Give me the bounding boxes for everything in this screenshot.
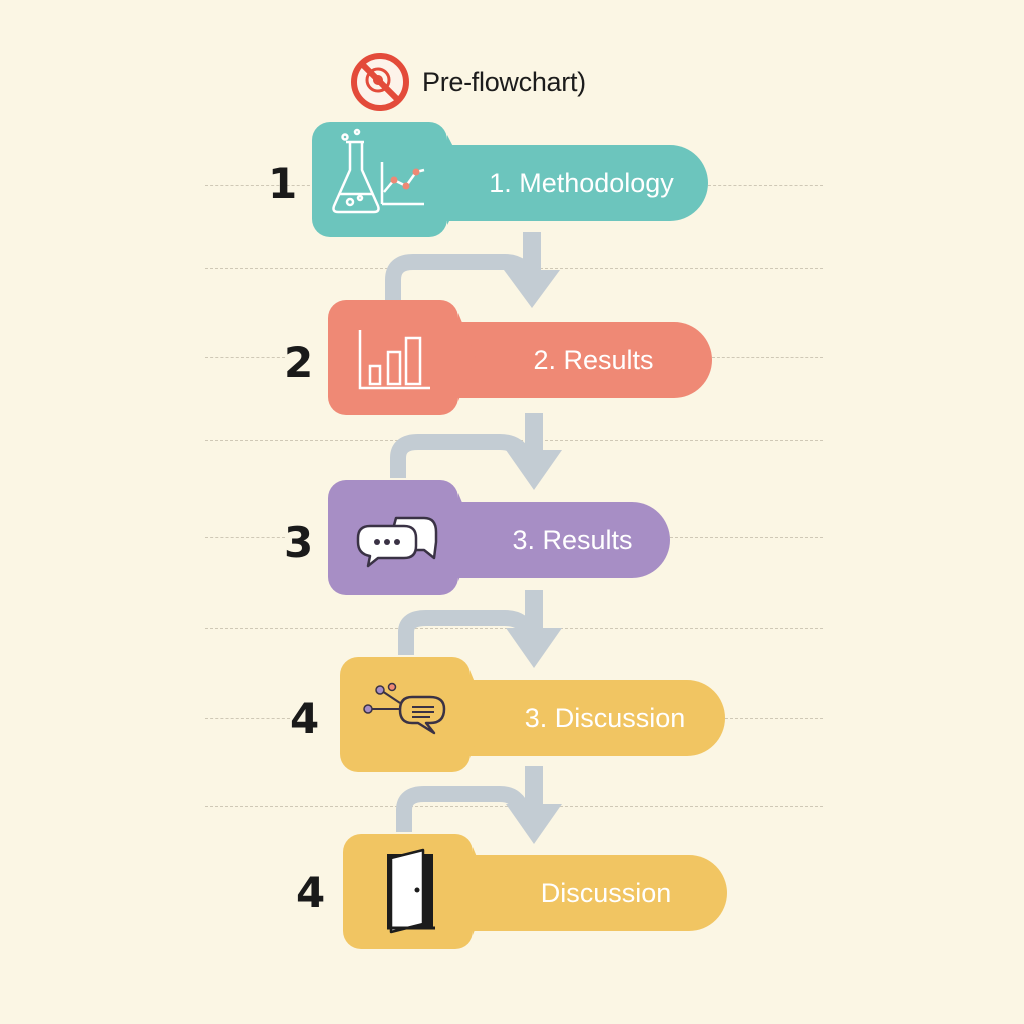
step-icon-tile [328, 480, 476, 595]
step-label-bar[interactable]: 1. Methodology [425, 145, 708, 221]
step-label: 1. Methodology [489, 167, 674, 198]
step-number: 3 [284, 518, 314, 567]
guide-line [205, 537, 285, 538]
guide-line [712, 357, 823, 358]
no-sign-icon [350, 52, 410, 112]
flask-chart-icon [332, 128, 470, 225]
step-label: 3. Results [512, 524, 633, 555]
door-icon [387, 847, 491, 935]
step-label-bar[interactable]: 2. Results [445, 322, 712, 398]
guide-line [205, 718, 290, 719]
step-label: Discussion [540, 877, 672, 908]
guide-line [725, 718, 823, 719]
step-icon-tile [328, 300, 476, 415]
step-icon-tile [343, 834, 491, 949]
step-number: 2 [284, 338, 314, 387]
step-label-bar[interactable]: 3. Results [445, 502, 670, 578]
step-icon-tile [312, 122, 470, 237]
connector-arrow-3-4 [398, 610, 538, 655]
step-number: 4 [296, 868, 326, 917]
chat-bubbles-icon [356, 493, 476, 581]
step-number: 1 [268, 159, 298, 208]
guide-line [670, 537, 823, 538]
guide-line [708, 185, 823, 186]
connector-arrow-1-2 [385, 254, 539, 300]
header: Pre-flowchart) [350, 52, 586, 112]
guide-line [205, 357, 285, 358]
guide-line [205, 185, 315, 186]
header-title: Pre-flowchart) [422, 66, 586, 97]
step-label-bar[interactable]: Discussion [455, 855, 727, 931]
network-speech-icon [363, 670, 488, 758]
bar-chart-icon [358, 313, 476, 401]
step-icon-tile [340, 657, 488, 772]
connector-arrow-4-5 [396, 786, 531, 832]
step-label: 3. Discussion [524, 702, 686, 733]
step-number: 4 [290, 694, 320, 743]
step-label-bar[interactable]: 3. Discussion [455, 680, 725, 756]
step-label: 2. Results [533, 344, 654, 375]
connector-arrow-2-3 [390, 434, 534, 478]
